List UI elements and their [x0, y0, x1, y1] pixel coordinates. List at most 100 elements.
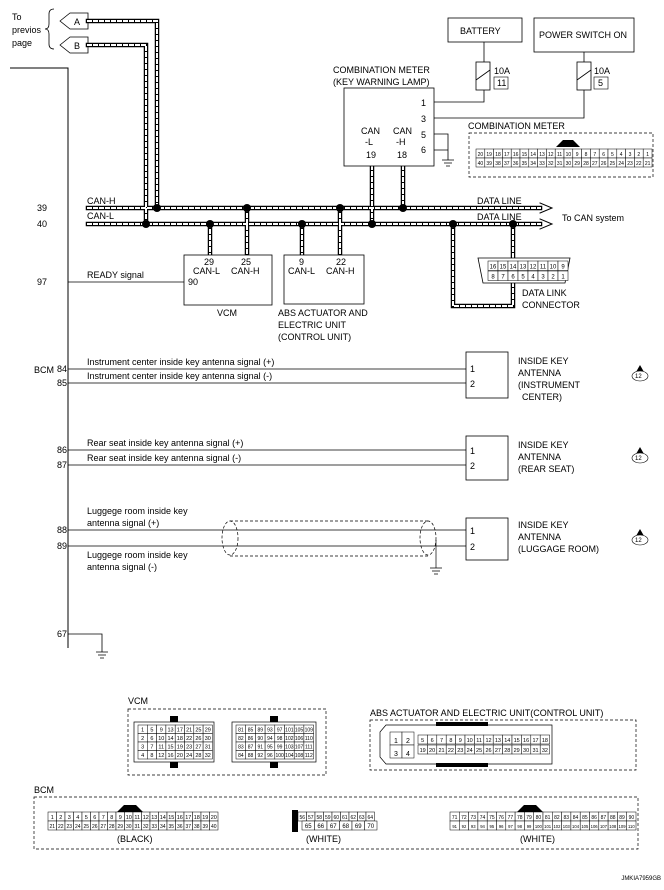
abs-pin-9-label: CAN-L — [288, 266, 315, 276]
pin-number: 20 — [429, 748, 435, 754]
pin-number: 4 — [620, 152, 623, 158]
vcm-unit: 29 CAN-L 25 CAN-H 90 VCM — [183, 254, 273, 318]
pin-number: 7 — [150, 745, 153, 751]
bcm-white-1-color: (WHITE) — [306, 834, 341, 844]
bcm-body-line — [10, 67, 69, 648]
pin-number: 81 — [545, 815, 551, 821]
pin-number: 2 — [59, 815, 62, 821]
pin-number: 102 — [285, 736, 294, 742]
pin-number: 10 — [158, 736, 164, 742]
pin-number: 111 — [305, 745, 313, 751]
pin-number: 104 — [572, 824, 580, 829]
bcm-pin-88: 88 — [57, 525, 67, 535]
pin-number: 91 — [452, 824, 457, 829]
pin-cell — [303, 750, 314, 760]
bcm-pin-86: 86 — [57, 445, 67, 455]
antenna-signal-labels: Instrument center inside key antenna sig… — [87, 357, 274, 572]
page-marker-icon: 12 — [631, 447, 649, 464]
pin-number: 9 — [561, 265, 565, 271]
pin-number: 12 — [143, 815, 149, 821]
pin-number: 13 — [495, 738, 501, 744]
connector-b-flag[interactable]: B — [59, 36, 89, 54]
pin-number: 92 — [257, 753, 263, 759]
pin-number: 106 — [591, 824, 599, 829]
pin-number: 7 — [501, 275, 505, 281]
pin-number: 24 — [75, 824, 81, 830]
pin-number: 22 — [636, 161, 642, 167]
vcm-pin-29: 29 — [204, 257, 214, 267]
pin-number: 84 — [573, 815, 579, 821]
pin-number: 92 — [462, 824, 467, 829]
antenna-3-name-2: ANTENNA — [518, 532, 561, 542]
pin-number: 86 — [248, 736, 254, 742]
pin-number: 83 — [238, 745, 244, 751]
pin-number: 5 — [421, 738, 424, 744]
pin-number: 34 — [530, 161, 536, 167]
connector-a-flag[interactable]: A — [59, 12, 89, 30]
pin-number: 89 — [619, 815, 625, 821]
pin-number: 72 — [461, 815, 467, 821]
pin-number: 22 — [186, 736, 192, 742]
pin-number: 7 — [593, 152, 596, 158]
abs-panel-title: ABS ACTUATOR AND ELECTRIC UNIT(CONTROL U… — [370, 708, 603, 718]
bcm-white-2-color: (WHITE) — [520, 834, 555, 844]
pin-number: 1 — [51, 815, 54, 821]
pin-number: 4 — [406, 751, 410, 758]
data-link-name-line-2: CONNECTOR — [522, 300, 580, 310]
pin-number: 88 — [610, 815, 616, 821]
pin-number: 100 — [535, 824, 543, 829]
pin-number: 17 — [177, 728, 183, 734]
pin-number: 12 — [548, 152, 554, 158]
pin-number: 21 — [438, 748, 444, 754]
pin-cell — [626, 820, 637, 831]
pin-number: 100 — [275, 753, 284, 759]
pin-number: 38 — [194, 824, 200, 830]
pin-number: 27 — [195, 745, 201, 751]
pin-number: 109 — [305, 728, 314, 734]
pin-number: 5 — [611, 152, 614, 158]
pin-number: 5 — [521, 275, 525, 281]
pin-number: 101 — [285, 728, 294, 734]
pin-number: 23 — [627, 161, 633, 167]
pin-number: 18 — [542, 738, 548, 744]
bcm-pin-89: 89 — [57, 541, 67, 551]
pin-number: 14 — [167, 736, 173, 742]
pin-number: 63 — [359, 815, 365, 821]
pin-number: 33 — [539, 161, 545, 167]
pin-number: 6 — [93, 815, 96, 821]
pin-number: 28 — [109, 824, 115, 830]
bcm-black-color: (BLACK) — [117, 834, 153, 844]
combination-meter-title-2: (KEY WARNING LAMP) — [333, 77, 430, 87]
pin-number: 77 — [508, 815, 514, 821]
pin-number: 82 — [238, 736, 244, 742]
pin-number: 17 — [504, 152, 510, 158]
pin-number: 4 — [531, 275, 535, 281]
pin-number: 2 — [551, 275, 555, 281]
pin-number: 109 — [619, 824, 627, 829]
pin-number: 36 — [513, 161, 519, 167]
pin-number: 58 — [316, 815, 322, 821]
pin-number: 81 — [238, 728, 244, 734]
data-link-name-line-1: DATA LINK — [522, 288, 567, 298]
luggage-antenna-plus-label-2: antenna signal (+) — [87, 518, 159, 528]
pin-number: 69 — [355, 824, 362, 830]
pin-number: 64 — [367, 815, 373, 821]
pin-number: 8 — [491, 275, 495, 281]
page-marker-icon: 12 — [631, 529, 649, 546]
abs-connector-panel: ABS ACTUATOR AND ELECTRIC UNIT(CONTROL U… — [369, 708, 637, 771]
pin-number: 101 — [544, 824, 552, 829]
meter-pin-6: 6 — [421, 145, 426, 155]
pin-number: 36 — [177, 824, 183, 830]
pin-number: 24 — [618, 161, 624, 167]
antenna-1-pin-2: 2 — [470, 379, 475, 389]
bcm-pin-97: 97 — [37, 277, 47, 287]
antenna-1-name-4: CENTER) — [522, 392, 562, 402]
fuse-5-rating: 10A — [594, 66, 610, 76]
bcm-pin-67: 67 — [57, 629, 67, 639]
bcm-label: BCM — [34, 365, 54, 375]
pin-number: 106 — [295, 736, 304, 742]
pin-number: 3 — [541, 275, 545, 281]
pin-number: 37 — [504, 161, 510, 167]
pin-number: 12 — [530, 265, 537, 271]
